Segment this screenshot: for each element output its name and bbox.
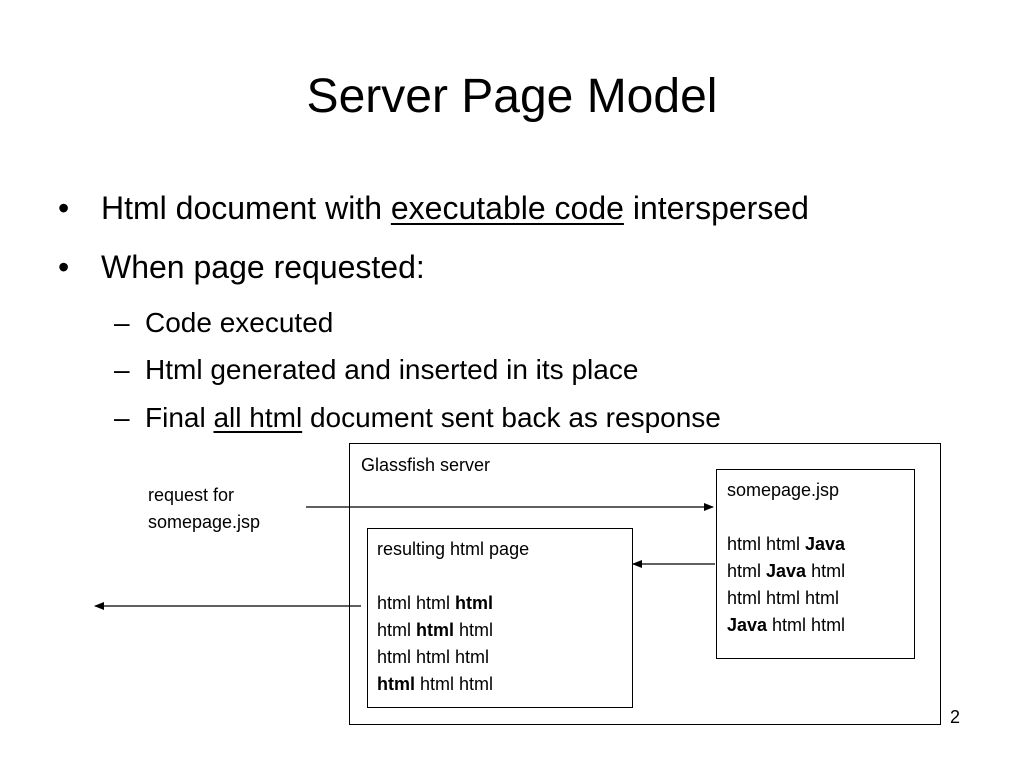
code-line: html html html [377,590,493,617]
dash-mark: – [114,307,130,338]
code-line: html html html [377,617,493,644]
text-token: html html html [727,588,840,608]
result-page-title: resulting html page [377,539,530,559]
jsp-file-title: somepage.jsp [727,480,840,500]
underlined-phrase: all html [213,402,303,433]
slide-title: Server Page Model [306,70,718,123]
request-label: request for somepage.jsp [148,482,260,536]
bullet-text-part: interspersed [623,190,809,226]
server-label: Glassfish server [361,455,491,475]
code-line: html Java html [727,558,845,585]
sub-bullet-text-part: Final [145,402,214,433]
bold-token: html [377,674,415,694]
bullet-text-part: Html document with [101,190,391,226]
sub-bullet-text: Code executed [145,307,334,338]
glassfish-server-box: Glassfish server [349,443,941,725]
dash-mark: – [114,354,130,385]
sub-bullet-text: Html generated and inserted in its place [145,354,639,385]
bullet-text: When page requested: [101,249,425,285]
text-token: html html html [377,647,490,667]
bold-token: Java [727,615,768,635]
text-token: html [377,620,417,640]
bullet-mark: • [58,249,70,285]
code-line: Java html html [727,612,845,639]
code-line: html html html [727,585,845,612]
bullet-mark: • [58,190,70,226]
text-token: html html [377,593,456,613]
bullet-text: Html document with executable code inter… [101,186,809,230]
code-line: html html html [377,644,493,671]
request-label-line: request for [148,485,235,505]
slide-number: 2 [950,707,961,727]
text-token: html [454,620,494,640]
text-token: html html [767,615,846,635]
code-line: html html Java [727,531,845,558]
code-line: html html html [377,671,493,698]
sub-bullet-text-part: document sent back as response [302,402,721,433]
underlined-phrase: executable code [390,190,624,226]
sub-bullet-text: Final all html document sent back as res… [145,398,721,438]
text-token: html html [415,674,494,694]
bold-token: Java [766,561,807,581]
bold-token: html [455,593,494,613]
bold-token: html [416,620,455,640]
text-token: html [727,561,767,581]
dash-mark: – [114,402,130,433]
text-token: html [806,561,846,581]
bold-token: Java [805,534,846,554]
request-label-line: somepage.jsp [148,512,261,532]
text-token: html html [727,534,806,554]
